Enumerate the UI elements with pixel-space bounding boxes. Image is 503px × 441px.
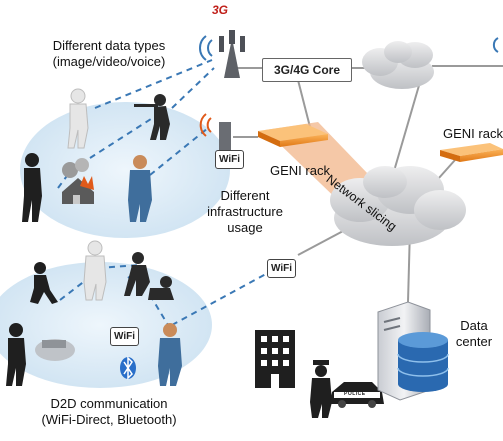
cell-tower-icon (219, 30, 245, 78)
person-black-bottom-icon (6, 323, 26, 386)
tower-signal-waves (199, 35, 213, 61)
wifi-access-point-icon (199, 113, 231, 152)
police-car-text: POLICE (344, 391, 366, 397)
gunman-icon (134, 94, 170, 140)
d2d-communication-label: D2D communication (WiFi-Direct, Bluetoot… (41, 396, 177, 427)
database-icon (397, 332, 449, 392)
geni-rack-left-icon (258, 124, 328, 147)
burning-house-icon (62, 158, 94, 204)
data-center-label: Data center (455, 318, 493, 349)
policeman-icon (310, 360, 332, 418)
person-black-phone-icon (22, 153, 42, 222)
infrastructure-usage-label: Different infrastructure usage (207, 188, 283, 235)
right-signal-waves (492, 37, 499, 53)
fight-scene-icon (124, 252, 174, 300)
person-running-icon (30, 262, 58, 304)
bluetooth-icon (120, 356, 136, 380)
person-blue-phone-icon (128, 155, 152, 222)
geni-rack-right-icon (440, 143, 503, 162)
wifi-badge-d2d: WiFi (110, 327, 140, 346)
tower-3g-logo: 3G (212, 3, 229, 17)
wifi-badge-infrastructure: WiFi (215, 150, 245, 169)
core-cloud (362, 41, 434, 89)
wifi-badge-center: WiFi (267, 259, 297, 278)
person-phone-icon (67, 88, 89, 149)
geni-rack-left-label: GENI rack (270, 163, 330, 178)
building-icon (255, 330, 295, 388)
police-car-icon (330, 382, 384, 408)
person-blue-bottom-icon (158, 323, 182, 386)
person-gray-icon (83, 240, 107, 301)
geni-rack-right-label: GENI rack (443, 126, 503, 141)
center-cloud (330, 166, 466, 246)
data-types-label: Different data types (image/video/voice) (52, 38, 166, 69)
core-network-box: 3G/4G Core (262, 58, 352, 82)
car-crash-icon (35, 339, 75, 361)
